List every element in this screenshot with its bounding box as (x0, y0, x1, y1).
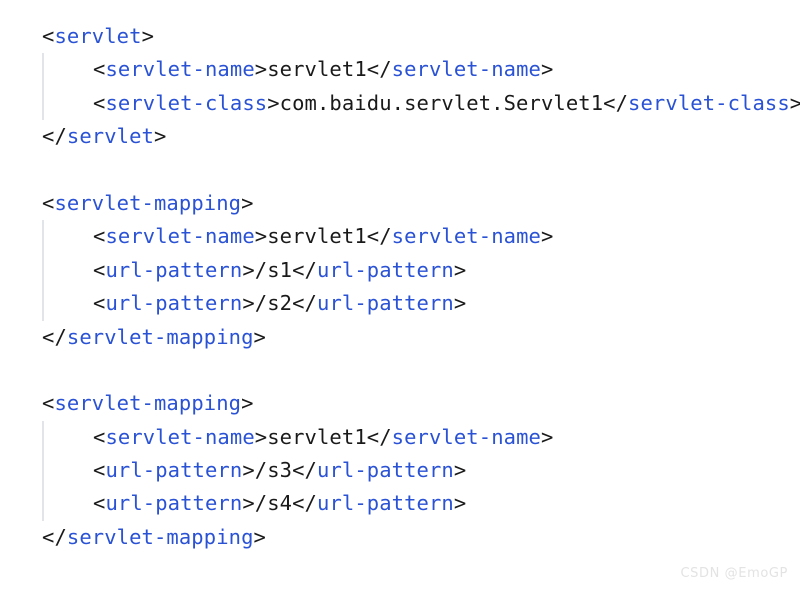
token-tag: url-pattern (105, 491, 243, 516)
token-punct: </ (292, 291, 317, 316)
code-lines-container: <servlet><servlet-name>servlet1</servlet… (42, 20, 800, 554)
token-punct: < (93, 224, 106, 249)
token-text: servlet1 (267, 424, 367, 449)
token-punct: > (242, 257, 255, 282)
token-tag: servlet-mapping (66, 524, 254, 549)
token-punct: < (42, 190, 55, 215)
token-punct: > (453, 291, 467, 316)
token-tag: servlet-mapping (54, 190, 242, 215)
token-punct: < (93, 90, 106, 115)
token-tag: servlet (54, 24, 142, 48)
code-line: </servlet> (42, 120, 798, 153)
code-line: <servlet-class>com.baidu.servlet.Servlet… (42, 86, 800, 121)
token-punct: > (242, 291, 255, 316)
token-tag: url-pattern (105, 458, 243, 483)
token-punct: < (93, 257, 106, 282)
csdn-watermark: CSDN @EmoGP (680, 566, 788, 581)
code-line: <servlet-mapping> (42, 387, 798, 420)
token-text: /s2 (254, 291, 293, 316)
token-punct: > (242, 458, 255, 483)
token-punct: </ (292, 491, 317, 516)
token-tag: servlet (66, 124, 154, 149)
token-punct: > (154, 124, 167, 149)
token-tag: servlet-class (105, 90, 268, 115)
token-text: /s4 (254, 491, 293, 516)
token-punct: > (540, 57, 554, 82)
code-line-blank (42, 354, 798, 387)
token-tag: servlet-name (105, 424, 255, 449)
token-punct: < (93, 458, 106, 483)
token-tag: url-pattern (105, 257, 243, 282)
token-punct: > (267, 90, 280, 115)
token-punct: > (254, 57, 268, 82)
token-punct: > (253, 324, 266, 349)
token-tag: servlet-name (105, 57, 255, 82)
token-tag: servlet-mapping (66, 324, 254, 349)
code-line: <url-pattern>/s4</url-pattern> (42, 487, 798, 522)
token-punct: < (93, 291, 106, 316)
token-punct: > (453, 458, 467, 483)
token-punct: > (540, 424, 554, 449)
token-punct: > (789, 90, 800, 115)
token-punct: > (540, 224, 554, 249)
token-tag: servlet-name (391, 57, 541, 82)
token-text: servlet1 (267, 224, 367, 249)
token-tag: servlet-name (105, 224, 255, 249)
token-punct: < (42, 391, 55, 416)
token-punct: </ (292, 257, 317, 282)
token-punct: < (93, 57, 106, 82)
token-punct: </ (292, 458, 317, 483)
code-line: <servlet> (42, 20, 798, 53)
code-line: <servlet-mapping> (42, 187, 798, 220)
token-punct: < (93, 491, 106, 516)
token-punct: </ (366, 424, 392, 449)
token-tag: servlet-class (628, 90, 790, 115)
token-punct: </ (42, 324, 67, 349)
token-punct: > (453, 257, 467, 282)
token-tag: servlet-name (391, 224, 541, 249)
token-tag: servlet-mapping (54, 391, 242, 416)
code-line: <servlet-name>servlet1</servlet-name> (42, 53, 798, 88)
token-punct: > (254, 224, 268, 249)
code-line: </servlet-mapping> (42, 321, 798, 354)
token-punct: > (241, 391, 254, 416)
code-line: </servlet-mapping> (42, 521, 798, 554)
code-line: <url-pattern>/s1</url-pattern> (42, 253, 798, 288)
code-line-blank (42, 154, 798, 187)
token-punct: > (253, 524, 266, 549)
code-line: <url-pattern>/s2</url-pattern> (42, 287, 798, 321)
token-text: servlet1 (267, 57, 367, 82)
token-punct: </ (42, 124, 67, 149)
token-tag: url-pattern (317, 257, 454, 282)
token-punct: < (93, 424, 106, 449)
token-tag: servlet-name (391, 424, 541, 449)
token-punct: > (453, 491, 467, 516)
code-line: <servlet-name>servlet1</servlet-name> (42, 220, 798, 255)
token-tag: url-pattern (317, 491, 454, 516)
token-punct: </ (603, 90, 629, 115)
token-text: com.baidu.servlet.Servlet1 (279, 90, 604, 115)
token-tag: url-pattern (105, 291, 243, 316)
token-punct: > (141, 24, 155, 48)
token-tag: url-pattern (317, 291, 454, 316)
token-punct: > (254, 424, 268, 449)
token-punct: < (42, 24, 55, 48)
token-punct: </ (366, 57, 392, 82)
token-punct: > (241, 190, 254, 215)
token-tag: url-pattern (317, 458, 454, 483)
token-punct: > (242, 491, 255, 516)
code-line: <servlet-name>servlet1</servlet-name> (42, 420, 798, 455)
token-punct: </ (366, 224, 392, 249)
token-text: /s3 (254, 458, 293, 483)
token-punct: </ (42, 524, 67, 549)
token-text: /s1 (254, 257, 293, 282)
code-line: <url-pattern>/s3</url-pattern> (42, 454, 798, 488)
